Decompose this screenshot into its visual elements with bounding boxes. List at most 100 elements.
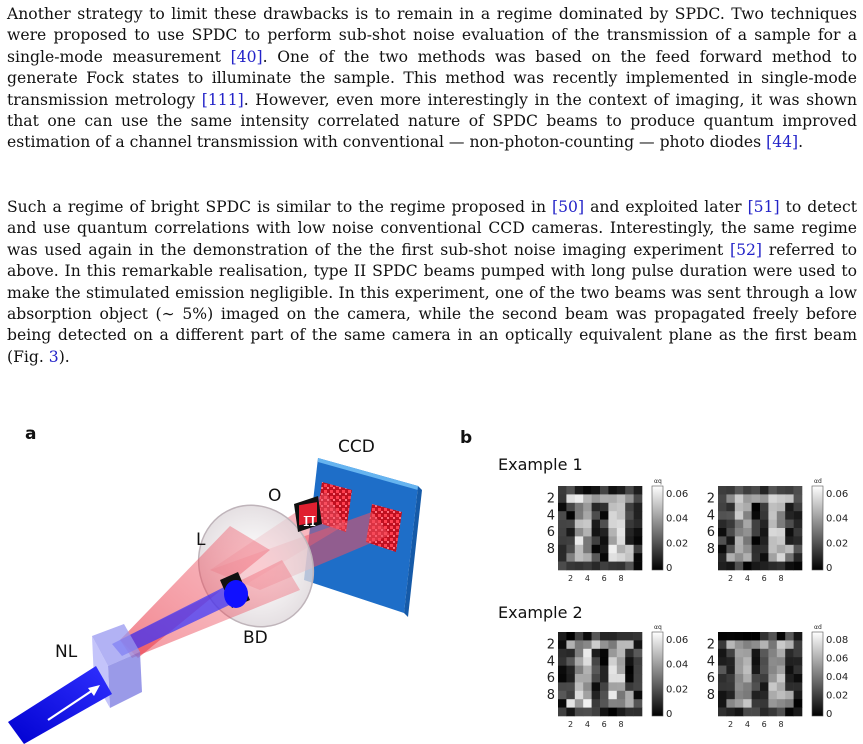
heatmap-cell bbox=[600, 486, 609, 495]
heatmap-cell bbox=[751, 519, 761, 529]
heatmap-cell bbox=[583, 536, 592, 546]
colorbar-tick: 0.02 bbox=[826, 538, 848, 549]
nonlinear-crystal bbox=[92, 624, 142, 708]
heatmap-cell bbox=[726, 561, 736, 571]
heatmap-cell bbox=[633, 502, 643, 512]
x-tick-label: 2 bbox=[568, 574, 573, 583]
heatmap-cell bbox=[574, 690, 584, 700]
heatmap-cell bbox=[760, 494, 769, 504]
colorbar-tick: 0.06 bbox=[826, 489, 848, 500]
heatmap-cell bbox=[768, 648, 778, 658]
heatmap-cell bbox=[751, 665, 761, 675]
heatmap-cell bbox=[633, 494, 643, 504]
heatmap-cell bbox=[751, 511, 761, 520]
citation-link[interactable]: [111] bbox=[201, 90, 244, 109]
heatmap-cell bbox=[574, 536, 584, 546]
heatmap-cell bbox=[616, 657, 626, 666]
heatmap-cell bbox=[743, 682, 752, 692]
heatmap-cell bbox=[591, 690, 601, 700]
citation-link[interactable]: [51] bbox=[747, 198, 780, 216]
heatmap-cell bbox=[734, 699, 744, 708]
heatmap-cell bbox=[566, 707, 576, 717]
heatmap-cell bbox=[734, 674, 744, 683]
heatmap-cell bbox=[743, 511, 752, 520]
heatmap-cell bbox=[608, 707, 618, 717]
heatmap-cell bbox=[633, 707, 643, 717]
heatmap-cell bbox=[574, 511, 584, 520]
citation-link[interactable]: [44] bbox=[766, 133, 799, 152]
heatmap-cell bbox=[574, 674, 584, 683]
heatmap-cell bbox=[793, 528, 803, 537]
heatmap-cell bbox=[734, 632, 744, 641]
heatmap-cell bbox=[718, 707, 727, 717]
heatmap-cell bbox=[776, 528, 786, 537]
heatmap-cell bbox=[760, 528, 769, 537]
heatmap-cell bbox=[591, 632, 601, 641]
heatmap-cell bbox=[718, 561, 727, 571]
heatmap-cell bbox=[760, 657, 769, 666]
heatmap-cell bbox=[726, 528, 736, 537]
heatmap-cell bbox=[743, 519, 752, 529]
heatmap-cell bbox=[625, 561, 634, 571]
colorbar-tick: 0.02 bbox=[826, 691, 848, 702]
heatmap-cell bbox=[591, 682, 601, 692]
x-tick-label: 8 bbox=[778, 574, 783, 583]
heatmap-cell bbox=[760, 502, 769, 512]
heatmap-cell bbox=[600, 665, 609, 675]
heatmap-cell bbox=[600, 648, 609, 658]
heatmap-cell bbox=[558, 553, 567, 562]
colorbar bbox=[811, 631, 824, 717]
heatmap-cell bbox=[558, 561, 567, 571]
x-tick-label: 8 bbox=[618, 720, 623, 729]
heatmap-cell bbox=[734, 682, 744, 692]
heatmap-cell bbox=[776, 486, 786, 495]
heatmap-cell bbox=[608, 486, 618, 495]
heatmap-cell bbox=[743, 528, 752, 537]
heatmap-cell bbox=[726, 486, 736, 495]
heatmap-cell bbox=[633, 536, 643, 546]
citation-link[interactable]: [50] bbox=[552, 198, 585, 216]
heatmap-cell bbox=[743, 648, 752, 658]
x-tick-label: 8 bbox=[618, 574, 623, 583]
heatmap-cell bbox=[776, 699, 786, 708]
heatmap-cell bbox=[743, 632, 752, 641]
heatmap-cell bbox=[734, 544, 744, 554]
heatmap-cell bbox=[608, 632, 618, 641]
citation-link[interactable]: [52] bbox=[729, 240, 762, 259]
heatmap-cell bbox=[751, 699, 761, 708]
heatmap-cell bbox=[743, 553, 752, 562]
heatmap-cell bbox=[785, 519, 794, 529]
colorbar-tick: 0 bbox=[666, 563, 672, 574]
heatmap-cell bbox=[751, 707, 761, 717]
heatmap-cell bbox=[785, 690, 794, 700]
pump-beam bbox=[8, 666, 112, 744]
heatmap-cell bbox=[583, 690, 592, 700]
beam-dump bbox=[220, 572, 250, 608]
heatmap-cell bbox=[600, 699, 609, 708]
heatmap-cell bbox=[760, 553, 769, 562]
heatmap-cell bbox=[718, 502, 727, 512]
citation-link[interactable]: [40] bbox=[230, 47, 263, 66]
heatmap-cell bbox=[600, 494, 609, 504]
heatmap-cell bbox=[574, 561, 584, 571]
heatmap-cell bbox=[776, 648, 786, 658]
label-l: L bbox=[196, 530, 206, 550]
y-tick-label: 6 bbox=[547, 671, 555, 686]
heatmap-cell bbox=[566, 494, 576, 504]
heatmap-cell bbox=[566, 536, 576, 546]
heatmap-cell bbox=[793, 544, 803, 554]
heatmap-cell bbox=[768, 511, 778, 520]
heatmap-cell bbox=[768, 632, 778, 641]
y-tick-label: 4 bbox=[547, 508, 555, 523]
heatmap-cell bbox=[633, 690, 643, 700]
heatmap-cell bbox=[726, 657, 736, 666]
heatmap-cell bbox=[776, 632, 786, 641]
heatmap-cell bbox=[600, 511, 609, 520]
heatmap-cell bbox=[574, 544, 584, 554]
heatmap-cell bbox=[793, 486, 803, 495]
heatmap-cell bbox=[566, 544, 576, 554]
citation-link[interactable]: 3 bbox=[48, 347, 59, 366]
heatmap-cell bbox=[768, 690, 778, 700]
